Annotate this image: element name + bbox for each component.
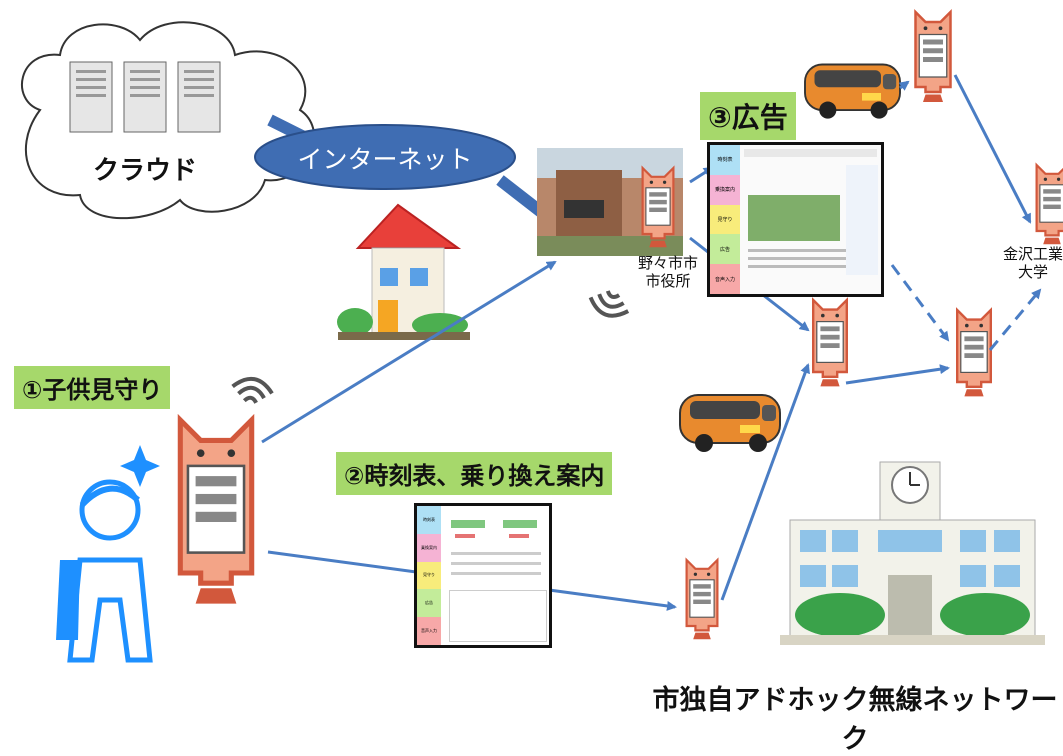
house-illustration: [337, 203, 470, 340]
network-arrows: [261, 74, 1032, 611]
university-label-line1: 金沢工業: [1003, 245, 1063, 263]
feature-timetable-label: ②時刻表、乗り換え案内: [336, 452, 613, 495]
internet-label: インターネット: [297, 145, 473, 174]
child-figure: [56, 479, 153, 663]
wifi-signal-icon: [228, 373, 276, 408]
timetable-tablet-screen: 時刻表 乗換案内 見守り 広告 音声入力: [414, 503, 552, 648]
tablet-menu-item[interactable]: 乗換案内: [417, 533, 441, 562]
network-arrows-dashed: [890, 264, 1042, 351]
school-illustration: [780, 461, 1045, 645]
mascot-university: [1035, 163, 1063, 246]
mascot-top-right: [914, 10, 952, 104]
bus-top: [804, 63, 901, 120]
tablet-menu-item[interactable]: 見守り: [417, 561, 441, 590]
server-icons: [69, 61, 221, 133]
diagram-canvas: [21, 10, 1063, 663]
city-hall-label-line1: 野々市市: [637, 254, 698, 272]
tablet-menu-item[interactable]: 時刻表: [417, 506, 441, 534]
mascot-bottom: [685, 558, 719, 641]
tablet-menu-item[interactable]: 乗換案内: [710, 174, 740, 205]
cloud-label: クラウド: [92, 156, 197, 186]
sparkle-icon: [120, 445, 160, 487]
tablet-menu-item[interactable]: 音声入力: [710, 264, 740, 294]
tablet-menu-item[interactable]: 広告: [417, 589, 441, 618]
university-label-line2: 大学: [1017, 263, 1048, 281]
city-hall-label: 野々市市 市役所: [632, 254, 704, 290]
network-caption: 市独自アドホック無線ネットワーク: [652, 685, 1058, 755]
tablet-menu-item[interactable]: 見守り: [710, 204, 740, 235]
mascot-large: [180, 420, 251, 604]
university-label: 金沢工業 大学: [1003, 245, 1063, 281]
mascot-right: [956, 308, 992, 398]
mascot-middle: [812, 298, 848, 388]
feature-child-monitoring-label: ①子供見守り: [14, 366, 171, 409]
ad-tablet-screen: 時刻表 乗換案内 見守り 広告 音声入力: [707, 142, 884, 297]
tablet-menu-item[interactable]: 時刻表: [710, 145, 740, 175]
feature-advertising-label: ③広告: [700, 92, 796, 140]
wifi-signal-icon: [584, 284, 635, 324]
city-hall-label-line2: 市役所: [645, 272, 691, 290]
tablet-menu-item[interactable]: 音声入力: [417, 617, 441, 645]
internet-ellipse: [254, 124, 516, 190]
tablet-menu-item[interactable]: 広告: [710, 234, 740, 265]
bus-middle: [679, 394, 781, 453]
